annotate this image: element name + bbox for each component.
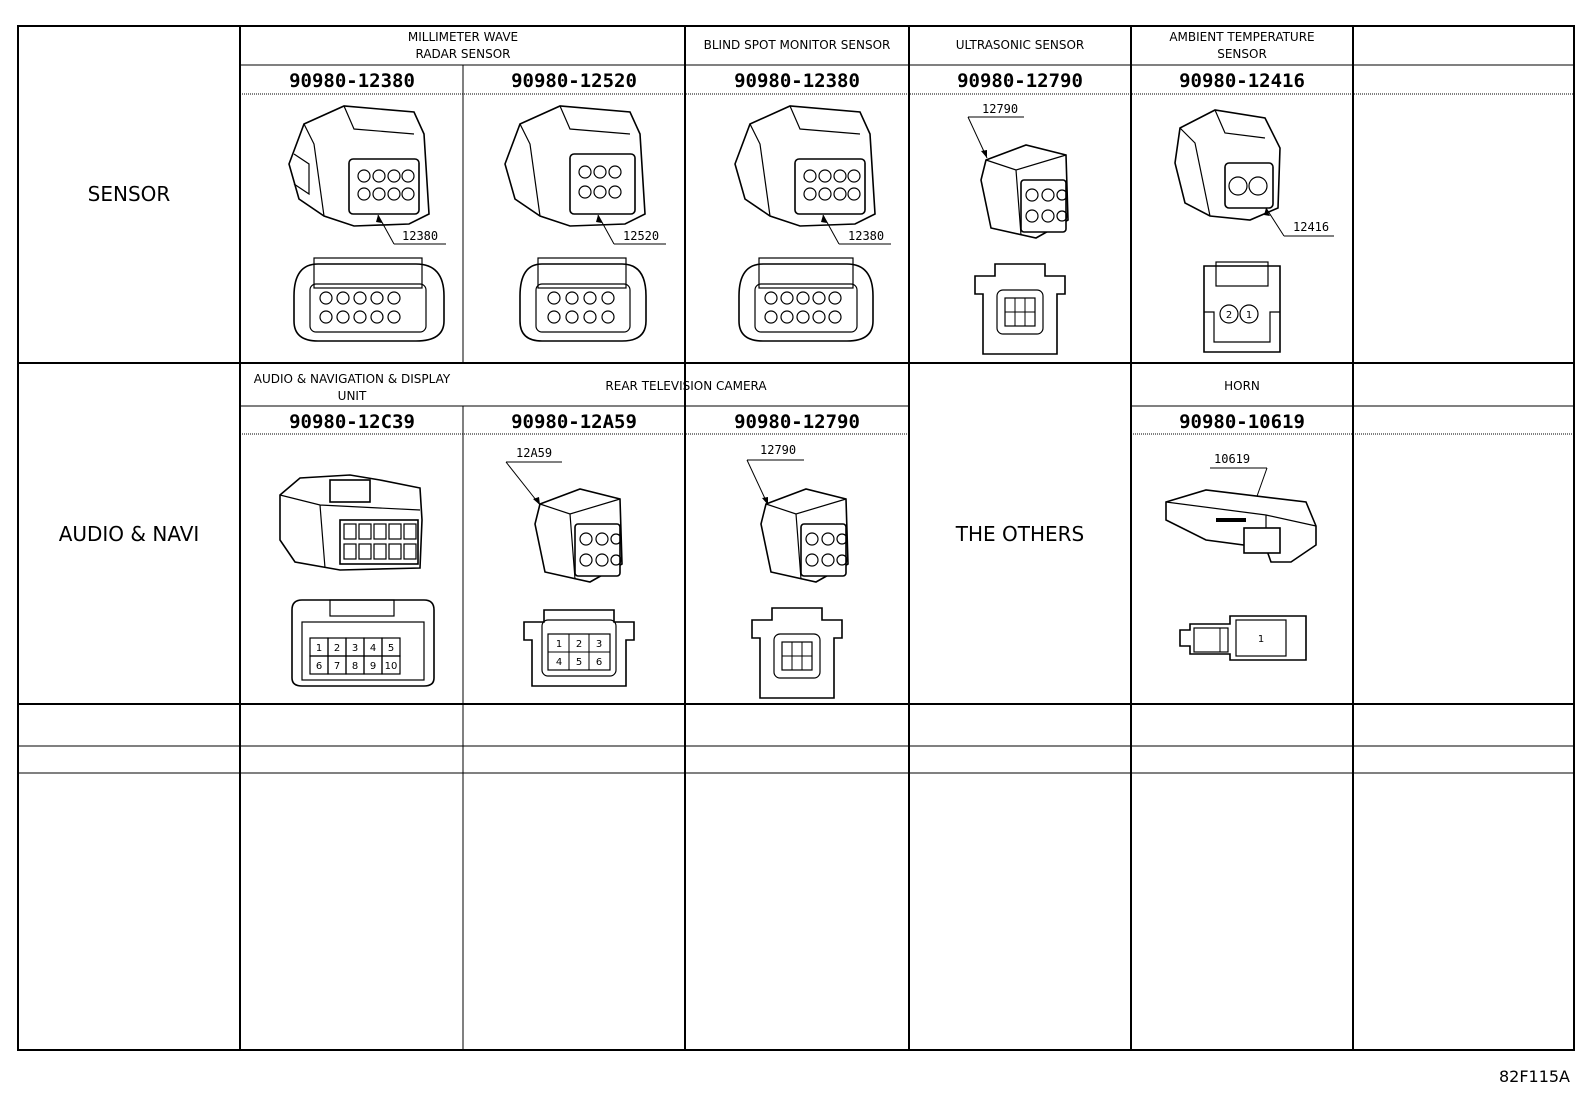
table-grid	[17, 25, 1575, 1051]
connector-12416-face-illustration: 2 1	[1203, 261, 1281, 353]
header-and-line2: UNIT	[338, 389, 367, 403]
connector-12c39-face-illustration: 1 2 3 4 5 6 7 8 9 10	[291, 599, 435, 687]
header-bsm: BLIND SPOT MONITOR SENSOR	[704, 38, 891, 52]
connector-12c39-iso-illustration	[279, 474, 423, 571]
part-number-ambient: 90980-12416	[1179, 70, 1305, 92]
part-number-rtc-1: 90980-12A59	[511, 411, 637, 433]
connector-bsm-12380-iso-illustration	[734, 105, 876, 227]
pin-12a59-6: 6	[596, 657, 602, 668]
callout-12790-a: 12790	[982, 102, 1018, 116]
pin-12a59-2: 2	[576, 639, 582, 650]
pin-12a59-5: 5	[576, 657, 582, 668]
category-sensor: SENSOR	[88, 182, 171, 206]
part-number-mmw-2: 90980-12520	[511, 70, 637, 92]
callout-12416: 12416	[1293, 220, 1329, 234]
pin-12c39-4: 4	[370, 643, 376, 654]
pin-12c39-9: 9	[370, 661, 376, 672]
pin-12a59-3: 3	[596, 639, 602, 650]
connector-12790-b-face-illustration	[751, 607, 843, 699]
connector-12416-iso-illustration	[1174, 109, 1281, 221]
pin-12c39-6: 6	[316, 661, 322, 672]
part-number-horn: 90980-10619	[1179, 411, 1305, 433]
connector-12a59-iso-illustration	[534, 488, 623, 583]
header-mmw-line1: MILLIMETER WAVE	[408, 30, 518, 44]
pin-12c39-2: 2	[334, 643, 340, 654]
category-audio-navi: AUDIO & NAVI	[59, 522, 200, 546]
pin-12416-1: 1	[1246, 310, 1252, 321]
callout-12790-b: 12790	[760, 443, 796, 457]
callout-10619: 10619	[1214, 452, 1250, 466]
category-the-others: THE OTHERS	[955, 522, 1084, 546]
connector-12a59-face-illustration: 1 2 3 4 5 6	[523, 609, 635, 687]
connector-12790-iso-illustration	[980, 144, 1069, 239]
header-horn: HORN	[1224, 379, 1260, 393]
header-rear-camera: REAR TELEVISION CAMERA	[605, 379, 767, 393]
connector-10619-iso-illustration	[1165, 489, 1317, 563]
connector-12380-face-illustration	[293, 257, 445, 342]
pin-12c39-5: 5	[388, 643, 394, 654]
part-number-bsm: 90980-12380	[734, 70, 860, 92]
pin-12c39-8: 8	[352, 661, 358, 672]
pin-12a59-4: 4	[556, 657, 562, 668]
connector-12520-iso-illustration	[504, 105, 646, 227]
pin-12c39-10: 10	[385, 661, 398, 672]
pin-12c39-1: 1	[316, 643, 322, 654]
figure-code: 82F115A	[1499, 1067, 1570, 1086]
pin-12a59-1: 1	[556, 639, 562, 650]
connector-10619-face-illustration: 1	[1179, 615, 1307, 661]
connector-bsm-face-illustration	[738, 257, 874, 342]
part-number-rtc-2: 90980-12790	[734, 411, 860, 433]
part-number-ultrasonic: 90980-12790	[957, 70, 1083, 92]
pin-12c39-3: 3	[352, 643, 358, 654]
pin-10619-1: 1	[1258, 634, 1264, 645]
header-ambient-line1: AMBIENT TEMPERATURE	[1169, 30, 1314, 44]
callout-12380-a: 12380	[402, 229, 438, 243]
callout-12a59: 12A59	[516, 446, 552, 460]
pin-12c39-7: 7	[334, 661, 340, 672]
part-number-mmw-1: 90980-12380	[289, 70, 415, 92]
header-ultrasonic: ULTRASONIC SENSOR	[956, 38, 1085, 52]
header-ambient-line2: SENSOR	[1217, 47, 1267, 61]
pin-12416-2: 2	[1226, 310, 1232, 321]
callout-12380-b: 12380	[848, 229, 884, 243]
connector-12790-b-iso-illustration	[760, 488, 849, 583]
header-mmw-line2: RADAR SENSOR	[415, 47, 510, 61]
connector-12380-iso-illustration	[288, 105, 430, 227]
part-number-and: 90980-12C39	[289, 411, 415, 433]
callout-12520: 12520	[623, 229, 659, 243]
connector-12790-face-illustration	[974, 263, 1066, 355]
header-and-line1: AUDIO & NAVIGATION & DISPLAY	[254, 372, 451, 386]
connector-12520-face-illustration	[519, 257, 647, 342]
